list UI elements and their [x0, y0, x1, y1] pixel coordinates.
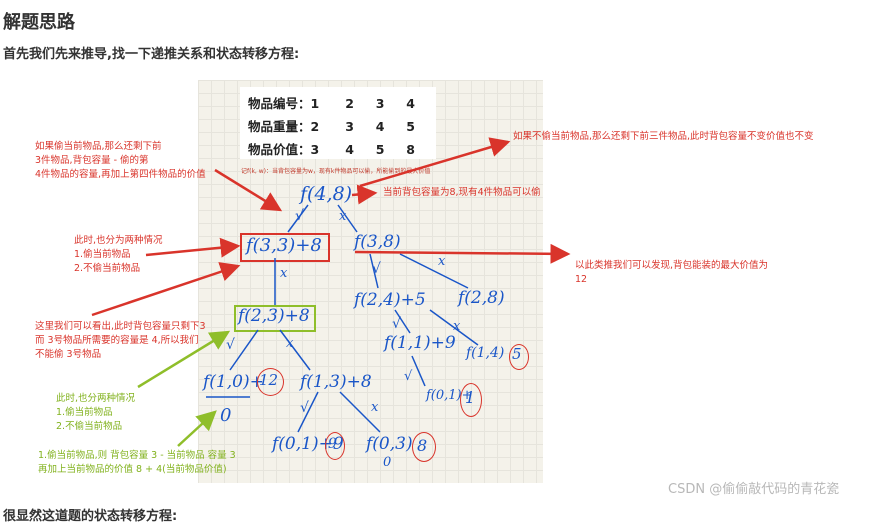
tree-check: √: [226, 337, 235, 353]
steal-node-box: [240, 233, 330, 262]
tree-cross: x: [280, 266, 288, 281]
f233-node-box: [234, 305, 316, 332]
tree-node-f28: f(2,8): [458, 288, 505, 308]
tree-check: √: [300, 400, 309, 416]
tree-cross: x: [438, 254, 446, 269]
value-circle: [325, 432, 345, 460]
annotation-conclusion: 以此类推我们可以发现,背包能装的最大价值为 12: [575, 260, 769, 285]
annotation-two-cases-red: 此时,也分为两种情况 1.偷当前物品 2.不偷当前物品: [74, 235, 163, 274]
tree-zero: 0: [220, 405, 232, 426]
csdn-watermark: CSDN @偷偷敲代码的青花瓷: [668, 482, 840, 497]
tree-node-f233: f(2,3)+8: [238, 306, 310, 326]
item-id-row: 物品编号：1 2 3 4: [248, 96, 415, 111]
item-table: 物品编号：1 2 3 4 物品重量：2 3 4 5 物品价值：3 4 5 8: [240, 87, 436, 159]
annotation-skip-case: 如果不偷当前物品,那么还剩下前三件物品,此时背包容量不变价值也不变: [513, 131, 814, 142]
annotation-capacity-note: 这里我们可以看出,此时背包容量只剩下3 而 3号物品所需要的容量是 4,所以我们…: [35, 321, 206, 360]
tree-node-f13: f(1,3)+8: [300, 372, 372, 392]
tree-cross: x: [339, 209, 347, 224]
tree-value-1: 1: [465, 388, 476, 407]
tree-value-9: 9: [328, 436, 337, 452]
tree-check: √: [372, 261, 381, 277]
tree-value-8: 8: [417, 436, 428, 455]
value-circle: [412, 432, 436, 462]
tree-root: f(4,8): [300, 183, 353, 205]
value-circle: [460, 383, 482, 417]
tree-check: √: [404, 369, 413, 384]
outro-paragraph: 很显然这道题的状态转移方程:: [3, 509, 178, 524]
tree-node-f14: f(1,4): [466, 345, 505, 361]
table-caption: 记f(k, w)：当背包容量为w，现有k件物品可以偷，所能偷到的最大价值: [241, 168, 431, 175]
tree-node-f245: f(2,4)+5: [354, 290, 426, 310]
tree-value-12: 12: [259, 371, 279, 389]
tree-value-5: 5: [512, 345, 522, 363]
tree-cross: x: [371, 400, 379, 415]
tree-node-f119: f(1,1)+9: [384, 333, 456, 353]
value-circle: [257, 368, 284, 396]
intro-paragraph: 首先我们先来推导,找一下递推关系和状态转移方程:: [3, 47, 300, 62]
tree-node-f10: f(1,0)+: [203, 372, 264, 392]
tree-check: √: [392, 316, 401, 332]
tree-node-f03: f(0,3): [366, 434, 413, 454]
value-circle: [509, 344, 529, 370]
item-weight-row: 物品重量：2 3 4 5: [248, 119, 415, 134]
annotation-two-cases-green: 此时,也分两种情况 1.偷当前物品 2.不偷当前物品: [56, 393, 136, 432]
tree-node-steal: f(3,3)+8: [246, 235, 322, 256]
tree-cross: x: [453, 319, 461, 334]
section-heading: 解题思路: [3, 12, 75, 33]
annotation-steal-note: 1.偷当前物品,则 背包容量 3 - 当前物品 容量 3 再加上当前物品的价值 …: [38, 450, 236, 475]
tree-node-skip: f(3,8): [354, 232, 401, 252]
tree-zero: 0: [383, 455, 392, 470]
annotation-root-note: 当前背包容量为8,现有4件物品可以偷: [383, 187, 541, 198]
item-value-row: 物品价值：3 4 5 8: [248, 142, 415, 157]
annotation-steal-case: 如果偷当前物品,那么还剩下前 3件物品,背包容量 - 偷的第 4件物品的容量,再…: [35, 141, 206, 180]
